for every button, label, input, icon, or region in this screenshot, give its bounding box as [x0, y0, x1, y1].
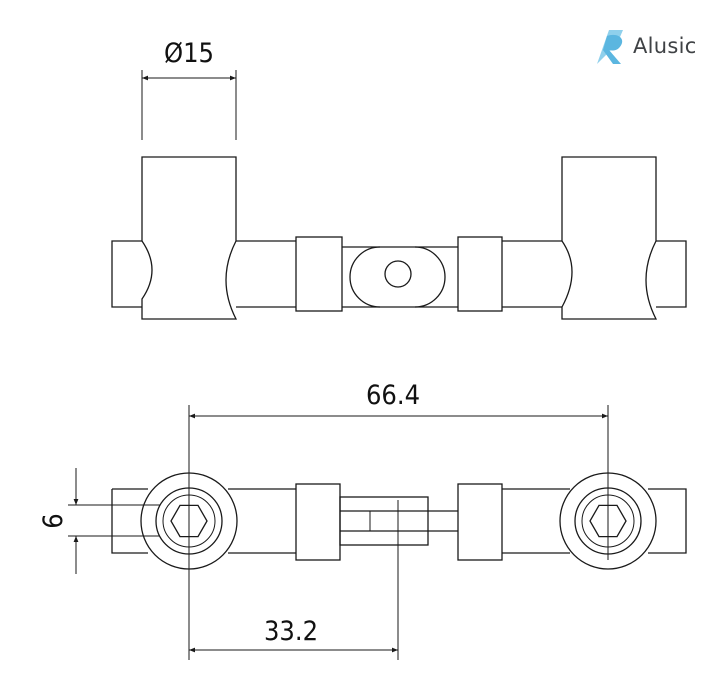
left-collar-side — [295, 236, 343, 312]
right-clamp-side — [502, 156, 687, 320]
bottom-view: 66.4 33.2 6 — [38, 380, 687, 660]
alusic-logo: Alusic — [593, 26, 697, 66]
thickness-label: 6 — [38, 513, 69, 528]
right-collar-top — [457, 483, 503, 561]
right-collar-side — [457, 236, 503, 312]
center-hinge-top — [339, 496, 458, 546]
alusic-logo-icon — [597, 30, 623, 64]
half-distance-dimension: 33.2 — [189, 500, 399, 660]
brand-name: Alusic — [633, 34, 697, 58]
thickness-dimension: 6 — [38, 468, 160, 574]
right-hex-socket — [589, 504, 627, 538]
top-view: Ø15 — [111, 38, 687, 320]
diameter-dimension: Ø15 — [141, 38, 237, 140]
left-clamp-side — [111, 156, 296, 320]
left-collar-top — [295, 483, 341, 561]
diameter-label: Ø15 — [164, 38, 214, 69]
center-hinge-side — [342, 246, 458, 308]
left-clamp-top — [111, 472, 296, 570]
right-clamp-top — [502, 472, 687, 570]
center-distance-label: 66.4 — [366, 380, 420, 411]
center-distance-dimension: 66.4 — [188, 380, 609, 660]
half-distance-label: 33.2 — [264, 616, 318, 647]
left-hex-socket — [170, 504, 208, 538]
